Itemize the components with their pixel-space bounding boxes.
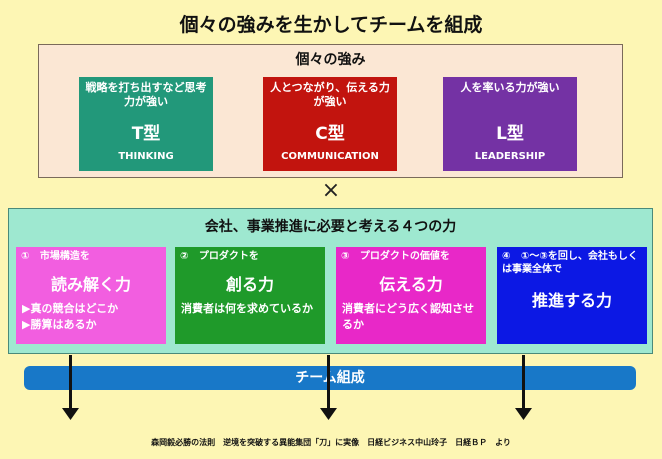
multiply-symbol: ×	[321, 178, 341, 203]
type-card-label: L型	[496, 124, 524, 144]
type-card-sub: THINKING	[118, 151, 174, 162]
force-card-num: ④	[502, 251, 511, 262]
force-card-analyze: ① 市場構造を 読み解く力 ▶真の競合はどこか ▶勝算はあるか	[16, 247, 166, 344]
force-card-num: ③	[341, 251, 350, 262]
individual-strengths-panel: 個々の強み 戦略を打ち出すなど思考力が強い T型 THINKING 人とつながり…	[38, 44, 623, 178]
force-card-head: ① 市場構造を	[21, 250, 162, 263]
type-card-communication: 人とつながり、伝える力が強い C型 COMMUNICATION	[263, 77, 397, 171]
type-card-desc: 人を率いる力が強い	[460, 81, 560, 94]
force-card-body: 消費者は何を求めているか	[181, 301, 321, 317]
force-card-num: ②	[180, 251, 189, 262]
type-card-label: C型	[315, 124, 345, 144]
force-card-drive: ④ ①〜③を回し、会社もしくは事業全体で 推進する力	[497, 247, 647, 344]
force-card-body-line: ▶真の競合はどこか	[22, 302, 119, 315]
type-card-leadership: 人を率いる力が強い L型 LEADERSHIP	[443, 77, 577, 171]
force-card-body: ▶真の競合はどこか ▶勝算はあるか	[22, 301, 162, 333]
page-title: 個々の強みを生かしてチームを組成	[179, 14, 483, 36]
source-credit: 森岡毅必勝の法則 逆境を突破する異能集団「刀」に実像 日経ビジネス中山玲子 日経…	[151, 438, 511, 447]
strengths-heading: 個々の強み	[295, 52, 366, 68]
force-card-head-text: プロダクトの価値を	[359, 251, 450, 262]
force-card-main: 創る力	[225, 275, 274, 294]
force-card-main: 伝える力	[379, 275, 443, 294]
force-card-create: ② プロダクトを 創る力 消費者は何を求めているか	[175, 247, 325, 344]
force-card-body-line: 消費者にどう広く認知させるか	[342, 302, 474, 331]
force-card-num: ①	[21, 251, 30, 262]
type-card-sub: COMMUNICATION	[281, 151, 379, 162]
force-card-main: 推進する力	[531, 291, 612, 310]
force-card-body: 消費者にどう広く認知させるか	[342, 301, 482, 333]
force-card-body-line: ▶勝算はあるか	[22, 318, 97, 331]
four-forces-panel: 会社、事業推進に必要と考える４つの力 ① 市場構造を 読み解く力 ▶真の競合はど…	[8, 208, 653, 354]
type-card-label: T型	[131, 124, 161, 144]
force-card-communicate: ③ プロダクトの価値を 伝える力 消費者にどう広く認知させるか	[336, 247, 486, 344]
force-card-head-text: プロダクトを	[198, 251, 259, 262]
force-card-head: ② プロダクトを	[180, 250, 321, 263]
force-card-head: ④ ①〜③を回し、会社もしくは事業全体で	[502, 250, 643, 276]
force-card-head: ③ プロダクトの価値を	[341, 250, 482, 263]
force-card-head-text: ①〜③を回し、会社もしくは事業全体で	[502, 251, 638, 275]
type-card-desc: 戦略を打ち出すなど思考力が強い	[85, 81, 207, 108]
forces-heading: 会社、事業推進に必要と考える４つの力	[204, 219, 457, 235]
type-card-thinking: 戦略を打ち出すなど思考力が強い T型 THINKING	[79, 77, 213, 171]
force-card-head-text: 市場構造を	[39, 251, 90, 262]
type-card-desc: 人とつながり、伝える力が強い	[270, 81, 390, 108]
force-card-main: 読み解く力	[50, 275, 131, 294]
force-card-body-line: 消費者は何を求めているか	[181, 302, 313, 315]
type-card-sub: LEADERSHIP	[474, 151, 546, 162]
